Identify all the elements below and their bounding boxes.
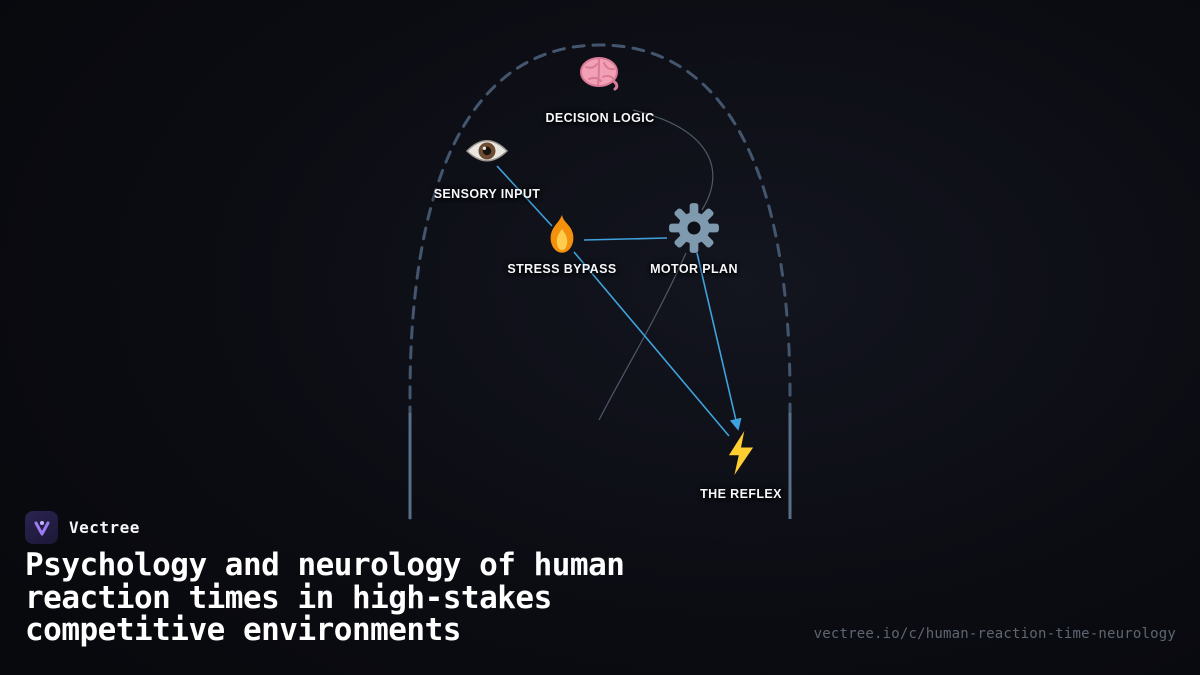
eye-icon <box>465 140 509 169</box>
page-url: vectree.io/c/human-reaction-time-neurolo… <box>813 626 1176 642</box>
edge-sensory-to-stress <box>496 165 553 227</box>
node-label-motor-plan: MOTOR PLAN <box>650 262 738 276</box>
node-label-stress-bypass: STRESS BYPASS <box>507 262 617 276</box>
fire-icon <box>545 215 579 258</box>
node-label-sensory-input: SENSORY INPUT <box>433 187 541 201</box>
vectree-logo-icon <box>25 511 58 544</box>
edge-stress-to-motor <box>583 237 668 241</box>
node-sensory-input <box>465 138 509 169</box>
node-label-decision-logic: DECISION LOGIC <box>545 111 655 125</box>
node-stress-bypass <box>545 214 579 258</box>
brand: Vectree <box>25 511 140 544</box>
node-decision-logic <box>577 55 623 97</box>
edge-motor-curve-down <box>598 252 687 421</box>
brand-name: Vectree <box>69 518 140 537</box>
brain-icon <box>577 57 623 97</box>
node-label-the-reflex: THE REFLEX <box>700 487 782 501</box>
page-title: Psychology and neurology of human reacti… <box>25 547 625 649</box>
head-outline <box>408 43 792 520</box>
edge-stress-to-reflex <box>573 251 730 437</box>
edge-decision-to-motor <box>632 109 714 211</box>
gear-icon <box>668 203 720 258</box>
lightning-icon <box>725 431 757 479</box>
node-the-reflex <box>725 431 757 479</box>
edge-motor-to-reflex <box>696 252 742 431</box>
node-motor-plan <box>668 202 720 258</box>
